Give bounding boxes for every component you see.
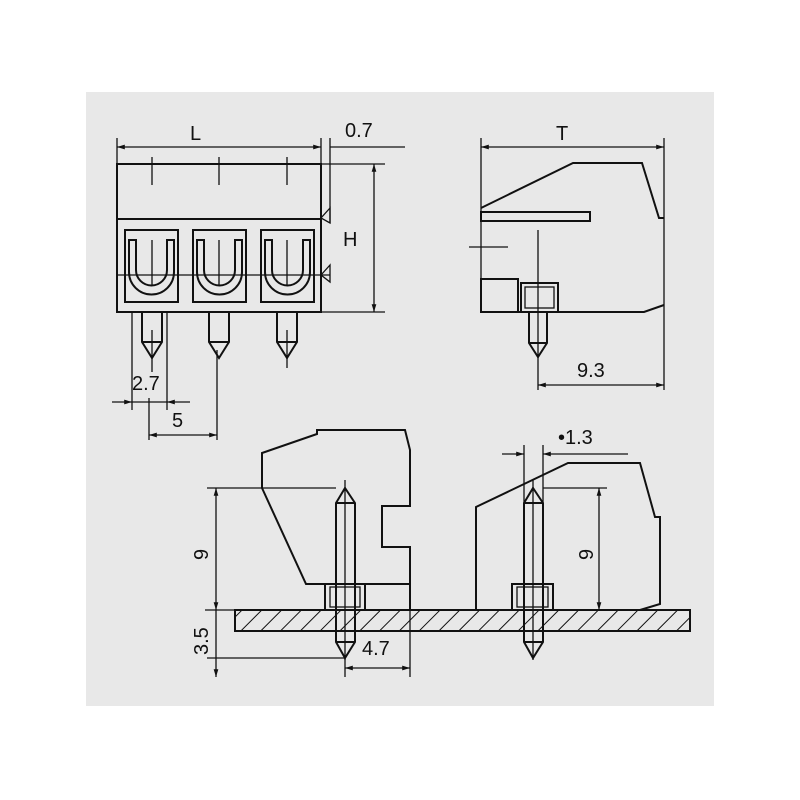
dimension-t-label: T xyxy=(556,123,568,145)
dimension-3-5-label: 3.5 xyxy=(191,627,213,655)
terminal-cell xyxy=(124,157,179,303)
dimension-1-3-label: •1.3 xyxy=(558,427,593,449)
pcb-board xyxy=(234,609,691,632)
dimension-9-left-label: 9 xyxy=(191,549,213,560)
dimension-4-7-label: 4.7 xyxy=(362,638,390,660)
mounted-view-left: 9 3.5 4.7 xyxy=(191,429,411,677)
front-view: L 0.7 H xyxy=(112,120,405,440)
pins xyxy=(141,312,298,372)
dimension-5-label: 5 xyxy=(172,410,183,432)
dimension-l-label: L xyxy=(190,123,201,145)
dimension-9-right-label: 9 xyxy=(576,549,598,560)
dimension-0-7-label: 0.7 xyxy=(345,120,373,142)
terminal-cell xyxy=(260,157,315,303)
mounted-view-right: •1.3 9 xyxy=(475,427,661,660)
terminal-cell xyxy=(192,157,247,303)
dimension-9-3-label: 9.3 xyxy=(577,360,605,382)
terminal-cells xyxy=(124,157,315,303)
drawing-panel xyxy=(86,92,714,706)
dimension-2-7-label: 2.7 xyxy=(132,373,160,395)
dimension-h-label: H xyxy=(343,229,357,251)
side-view: T 9.3 xyxy=(469,123,665,390)
